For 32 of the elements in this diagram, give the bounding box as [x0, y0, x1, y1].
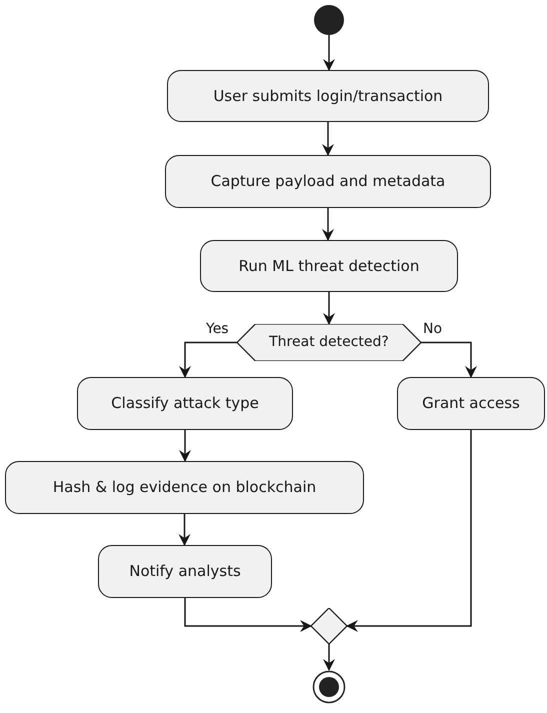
arrow [179, 342, 237, 378]
arrow [179, 430, 191, 462]
node-label: User submits login/transaction [213, 86, 443, 107]
node-label: Grant access [422, 393, 520, 414]
action-box [167, 70, 489, 122]
arrow [323, 292, 335, 325]
edge-label: No [423, 322, 442, 336]
arrow [178, 514, 190, 546]
node-label: Threat detected? [269, 333, 389, 352]
action-box [98, 545, 272, 598]
arrow [323, 644, 335, 671]
node-label: Run ML threat detection [238, 256, 420, 277]
node-label: Classify attack type [111, 393, 259, 414]
node-label: Capture payload and metadata [210, 171, 446, 192]
arrow [346, 430, 472, 632]
action-box [77, 377, 293, 430]
edge-label: Yes [206, 322, 229, 336]
arrow [323, 35, 335, 71]
arrow [184, 598, 312, 632]
node-label: Notify analysts [129, 561, 241, 582]
action-box [165, 155, 491, 208]
action-box [200, 240, 458, 292]
arrow [421, 342, 477, 378]
merge-diamond [311, 608, 347, 644]
start-node [314, 5, 344, 35]
decision-diamond [237, 324, 421, 361]
end-node [312, 670, 346, 704]
action-box [397, 377, 545, 430]
action-box [5, 461, 364, 514]
arrow [322, 208, 334, 241]
node-label: Hash & log evidence on blockchain [52, 477, 316, 498]
arrow [322, 122, 334, 156]
